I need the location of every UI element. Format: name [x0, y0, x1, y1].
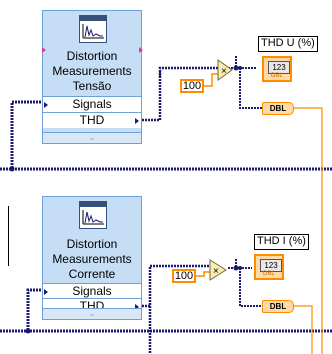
vi-name-line-3: Tensão: [72, 79, 112, 93]
terminal-arrow-icon: [44, 102, 48, 108]
thd-terminal[interactable]: THD: [43, 112, 141, 128]
vi-name-line-2: Measurements: [52, 252, 132, 266]
signals-terminal[interactable]: Signals: [43, 283, 141, 299]
dbl-wires: [292, 107, 323, 354]
indicator-type: DBL: [271, 73, 283, 79]
input-terminal-marker: [42, 47, 46, 53]
thd-i-label: THD I (%): [254, 234, 309, 250]
spectrum-graph-icon: [79, 15, 107, 43]
output-terminal-marker: [139, 47, 143, 53]
signals-terminal[interactable]: Signals: [43, 96, 141, 112]
multiply-icon: ×: [213, 266, 219, 277]
vi-name-line-1: Distortion: [66, 237, 118, 251]
spectrum-graph-icon: [79, 201, 107, 229]
chevron-down-icon[interactable]: ⌄: [43, 132, 141, 143]
thd-u-indicator[interactable]: 123 DBL: [262, 56, 292, 82]
signals-label: Signals: [72, 284, 112, 298]
to-dbl-conversion[interactable]: DBL: [262, 102, 294, 115]
thd-label: THD: [79, 113, 105, 127]
terminal-arrow-icon: [44, 289, 48, 295]
constant-100[interactable]: 100: [172, 269, 196, 283]
terminal-arrow-icon: [135, 304, 139, 310]
numeric-display-icon: 123: [268, 61, 290, 74]
distortion-measurements-vi-corrente[interactable]: Distortion Measurements Corrente Signals…: [42, 196, 142, 320]
indicator-type: DBL: [263, 271, 275, 277]
vi-name-line-3: Corrente: [68, 267, 116, 281]
terminal-arrow-icon: [135, 118, 139, 124]
constant-wires: [196, 73, 218, 277]
chevron-down-icon[interactable]: ⌄: [43, 308, 141, 319]
thd-i-indicator[interactable]: 123 DBL: [254, 254, 284, 280]
vi-name-line-1: Distortion: [66, 49, 118, 63]
signals-label: Signals: [72, 97, 112, 111]
numeric-display-icon: 123: [260, 259, 282, 272]
multiply-node-2[interactable]: ×: [209, 259, 227, 281]
multiply-icon: ×: [221, 66, 227, 77]
vi-name-line-2: Measurements: [52, 64, 132, 78]
waveform-wires-2: [0, 258, 332, 354]
wire-junctions: [9, 65, 242, 334]
constant-100[interactable]: 100: [180, 79, 204, 93]
structure-border: [8, 206, 13, 266]
multiply-node-1[interactable]: ×: [217, 59, 233, 81]
distortion-measurements-vi-tensao[interactable]: Distortion Measurements Tensão Signals T…: [42, 10, 143, 144]
to-dbl-conversion[interactable]: DBL: [262, 300, 294, 313]
thd-u-label: THD U (%): [258, 36, 318, 52]
